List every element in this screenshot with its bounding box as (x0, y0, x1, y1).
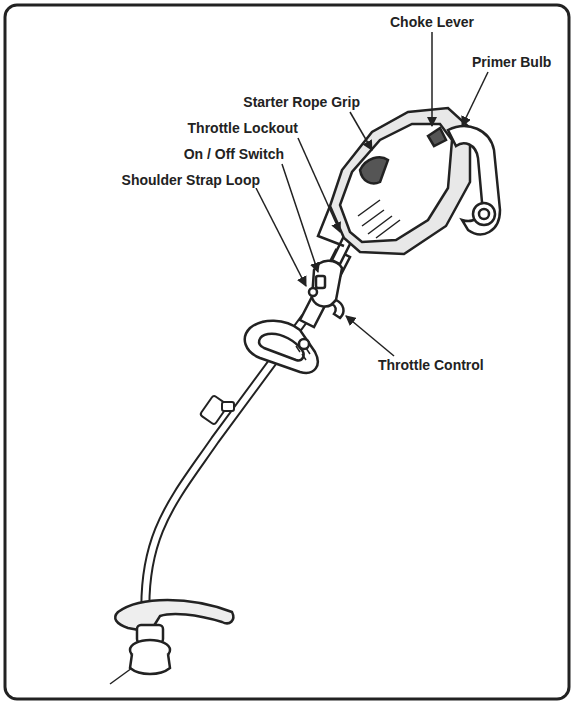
part-label: Throttle Control (376, 357, 486, 373)
throttle-trigger (332, 300, 343, 318)
rear-handle (448, 126, 500, 234)
assist-handle (245, 321, 318, 373)
strap-loop (309, 288, 317, 296)
choke (428, 128, 446, 146)
part-label: Choke Lever (388, 14, 476, 30)
leader-lines (256, 32, 488, 356)
part-label: Shoulder Strap Loop (120, 172, 262, 188)
starter-grip (360, 157, 388, 183)
upper-shaft (300, 236, 352, 327)
engine (318, 108, 500, 254)
coupler (200, 395, 234, 425)
part-label: Primer Bulb (470, 54, 553, 70)
cutting-head (110, 600, 233, 684)
primer-bulb (473, 203, 495, 225)
on-off-switch (316, 276, 325, 288)
frame (5, 5, 569, 699)
part-label: Throttle Lockout (186, 120, 300, 136)
part-label: On / Off Switch (182, 146, 286, 162)
part-label: Starter Rope Grip (241, 94, 362, 110)
